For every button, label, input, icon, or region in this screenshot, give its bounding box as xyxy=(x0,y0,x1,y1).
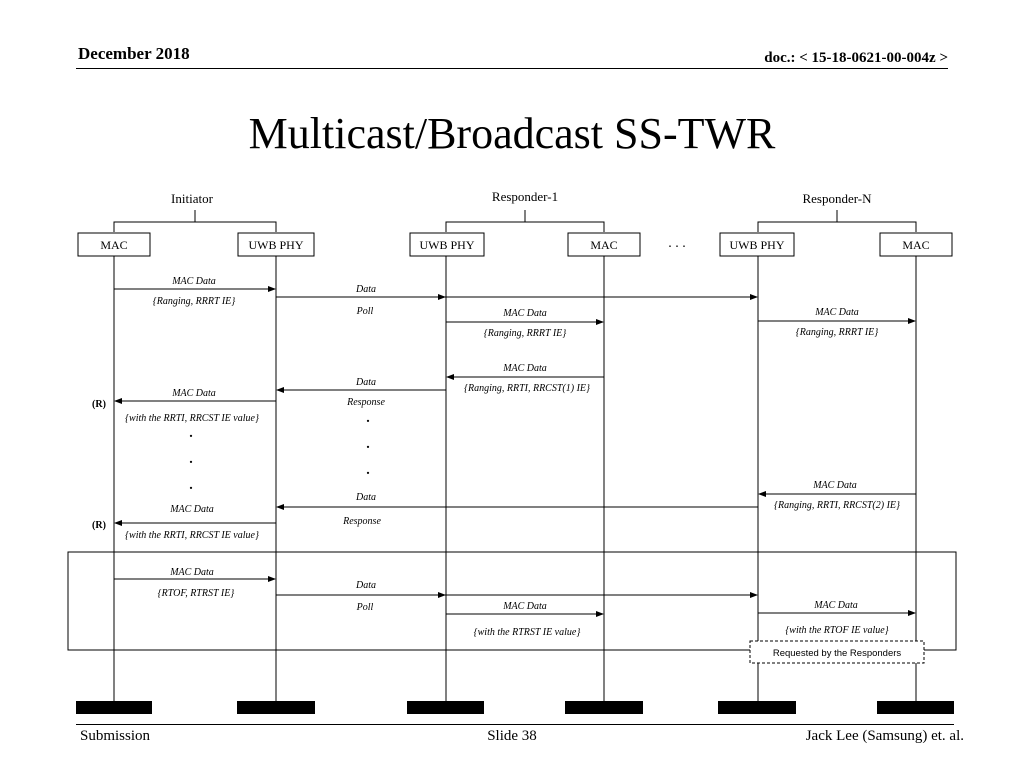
dot-phy-2: . xyxy=(366,437,370,452)
poll-arrowhead-r1 xyxy=(438,294,446,300)
footer-submission: Submission xyxy=(80,728,151,744)
bar-responder1-phy xyxy=(407,701,484,714)
dot-init-2: . xyxy=(189,452,193,467)
label-m6b: {Ranging, RRTI, RRCST(2) IE} xyxy=(774,500,900,511)
box-initiator-mac xyxy=(77,232,151,257)
responderN-brace xyxy=(757,210,917,232)
final-poll-arrowhead-r1 xyxy=(438,592,446,598)
label-d1: Data xyxy=(355,284,376,295)
dot-init-1: . xyxy=(189,426,193,441)
requested-by-responders-box xyxy=(749,640,925,664)
box-initiator-mac-label: MAC xyxy=(100,238,127,252)
label-d3: Data xyxy=(355,492,376,503)
box-responderN-phy-label: UWB PHY xyxy=(729,238,784,252)
label-m9b: {with the RTRST IE value} xyxy=(474,627,581,638)
box-responderN-phy xyxy=(719,232,795,257)
label-m10b: {with the RTOF IE value} xyxy=(785,625,888,636)
marker-r-2: (R) xyxy=(92,520,106,531)
label-m3a: MAC Data xyxy=(814,307,859,318)
header-divider xyxy=(76,68,948,69)
label-m5a: MAC Data xyxy=(171,388,216,399)
box-initiator-phy xyxy=(237,232,315,257)
final-phase-box xyxy=(67,551,957,651)
box-initiator-phy-label: UWB PHY xyxy=(248,238,303,252)
label-m9a: MAC Data xyxy=(502,601,547,612)
footer-author: Jack Lee (Samsung) et. al. xyxy=(805,728,964,744)
label-d3b: Response xyxy=(342,516,381,527)
label-m1b: {Ranging, RRRT IE} xyxy=(153,296,236,307)
label-d1b: Poll xyxy=(356,306,374,317)
box-responder1-phy-label: UWB PHY xyxy=(419,238,474,252)
label-m2b: {Ranging, RRRT IE} xyxy=(484,328,567,339)
box-responder1-mac xyxy=(567,232,641,257)
marker-r-1: (R) xyxy=(92,399,106,410)
header-doc-id: doc.: < 15-18-0621-00-004z > xyxy=(764,50,948,66)
label-m7b: {with the RRTI, RRCST IE value} xyxy=(125,530,259,541)
label-m6a: MAC Data xyxy=(812,480,857,491)
header-date: December 2018 xyxy=(78,44,190,63)
group-label-responderN: Responder-N xyxy=(802,191,872,206)
slide-title: Multicast/Broadcast SS-TWR xyxy=(248,109,776,158)
label-m5b: {with the RRTI, RRCST IE value} xyxy=(125,413,259,424)
footer-divider xyxy=(76,724,954,725)
box-responder1-mac-label: MAC xyxy=(590,238,617,252)
responder1-brace xyxy=(445,210,605,232)
label-m1a: MAC Data xyxy=(171,276,216,287)
label-m4b: {Ranging, RRTI, RRCST(1) IE} xyxy=(464,383,590,394)
label-d2b: Response xyxy=(346,397,385,408)
bar-responderN-mac xyxy=(877,701,954,714)
footer-slide-number: Slide 38 xyxy=(487,728,537,744)
dot-init-3: . xyxy=(189,478,193,493)
group-label-initiator: Initiator xyxy=(171,191,214,206)
bar-initiator-mac xyxy=(76,701,152,714)
box-responder1-phy xyxy=(409,232,485,257)
bar-initiator-phy xyxy=(237,701,315,714)
label-m10a: MAC Data xyxy=(813,600,858,611)
label-d2: Data xyxy=(355,377,376,388)
ellipsis: . . . xyxy=(668,236,686,251)
label-m3b: {Ranging, RRRT IE} xyxy=(796,327,879,338)
box-responderN-mac xyxy=(879,232,953,257)
requested-by-responders-label: Requested by the Responders xyxy=(773,648,902,659)
dot-phy-1: . xyxy=(366,411,370,426)
label-m8a: MAC Data xyxy=(169,567,214,578)
label-m7a: MAC Data xyxy=(169,504,214,515)
label-d4: Data xyxy=(355,580,376,591)
label-d4b: Poll xyxy=(356,602,374,613)
label-m2a: MAC Data xyxy=(502,308,547,319)
bar-responder1-mac xyxy=(565,701,643,714)
dot-phy-3: . xyxy=(366,463,370,478)
box-responderN-mac-label: MAC xyxy=(902,238,929,252)
label-m8b: {RTOF, RTRST IE} xyxy=(158,588,235,599)
initiator-brace xyxy=(113,210,277,232)
label-m4a: MAC Data xyxy=(502,363,547,374)
group-label-responder1: Responder-1 xyxy=(492,189,558,204)
bar-responderN-phy xyxy=(718,701,796,714)
